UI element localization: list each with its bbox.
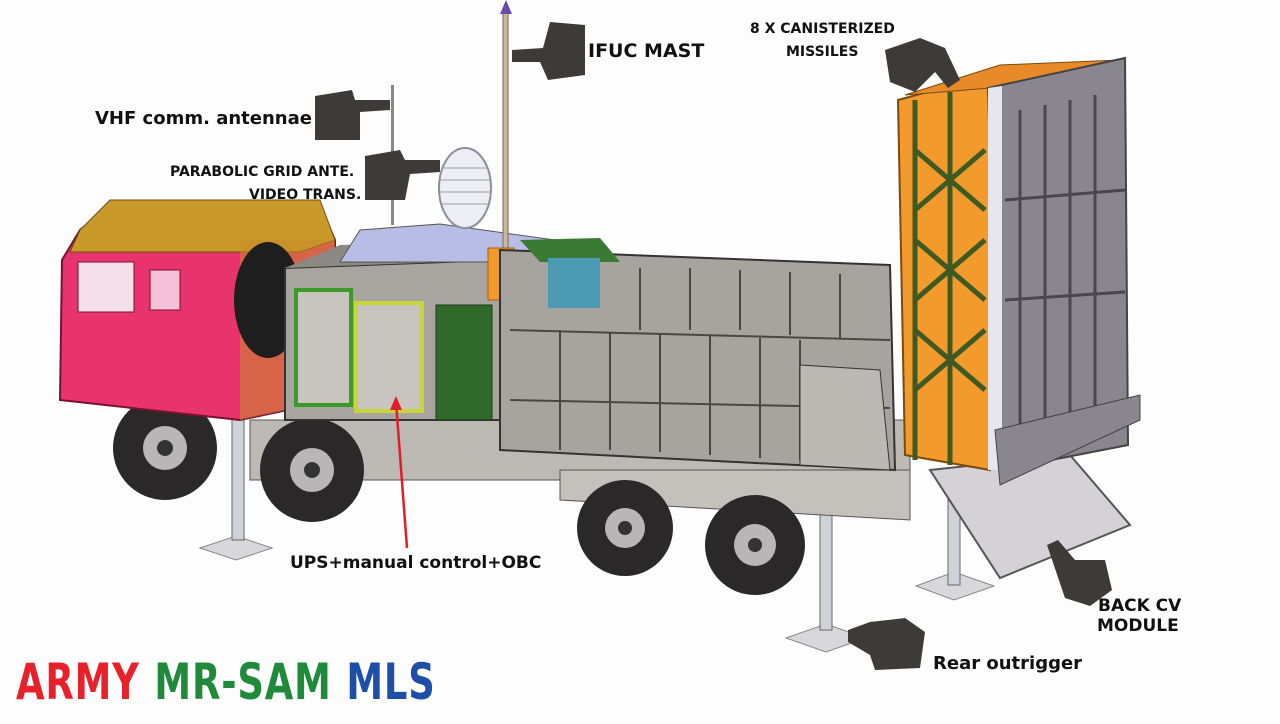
missile-launcher xyxy=(896,56,1141,486)
callout-ups: UPS+manual control+OBC xyxy=(290,553,542,573)
callout-back-cv-line1: BACK CV xyxy=(1098,596,1182,616)
callout-ifuc-mast: IFUC MAST xyxy=(588,40,705,62)
title-mr-sam: MR-SAM xyxy=(154,653,332,711)
ups-pointer-arrow xyxy=(394,401,409,549)
parabolic-grid-antenna xyxy=(438,147,492,229)
title-mls: MLS xyxy=(346,653,436,711)
callout-back-cv-line2: MODULE xyxy=(1097,616,1179,636)
callout-parabolic-line2: VIDEO TRANS. xyxy=(249,187,362,203)
hand-pointer-icon xyxy=(1047,540,1112,606)
wheels xyxy=(113,396,805,595)
ups-module xyxy=(284,240,520,421)
ifuc-mast xyxy=(502,7,509,249)
callout-missiles-line2: MISSILES xyxy=(786,44,859,60)
equipment-body xyxy=(499,238,897,472)
callout-vhf-antennae: VHF comm. antennae xyxy=(95,108,312,129)
callout-missiles-line1: 8 X CANISTERIZED xyxy=(750,21,895,37)
outrigger-pads xyxy=(198,535,996,653)
callout-parabolic-line1: PARABOLIC GRID ANTE. xyxy=(170,164,355,180)
hand-pointer-icon xyxy=(315,90,390,140)
title-army: ARMY xyxy=(16,653,140,711)
callout-rear-outrigger: Rear outrigger xyxy=(933,653,1083,674)
hand-pointer-icon xyxy=(885,38,960,92)
hand-pointer-icon xyxy=(512,22,585,80)
hand-pointer-icon xyxy=(848,618,925,670)
pointing-hands xyxy=(315,22,1112,670)
hand-pointer-icon xyxy=(365,150,440,200)
